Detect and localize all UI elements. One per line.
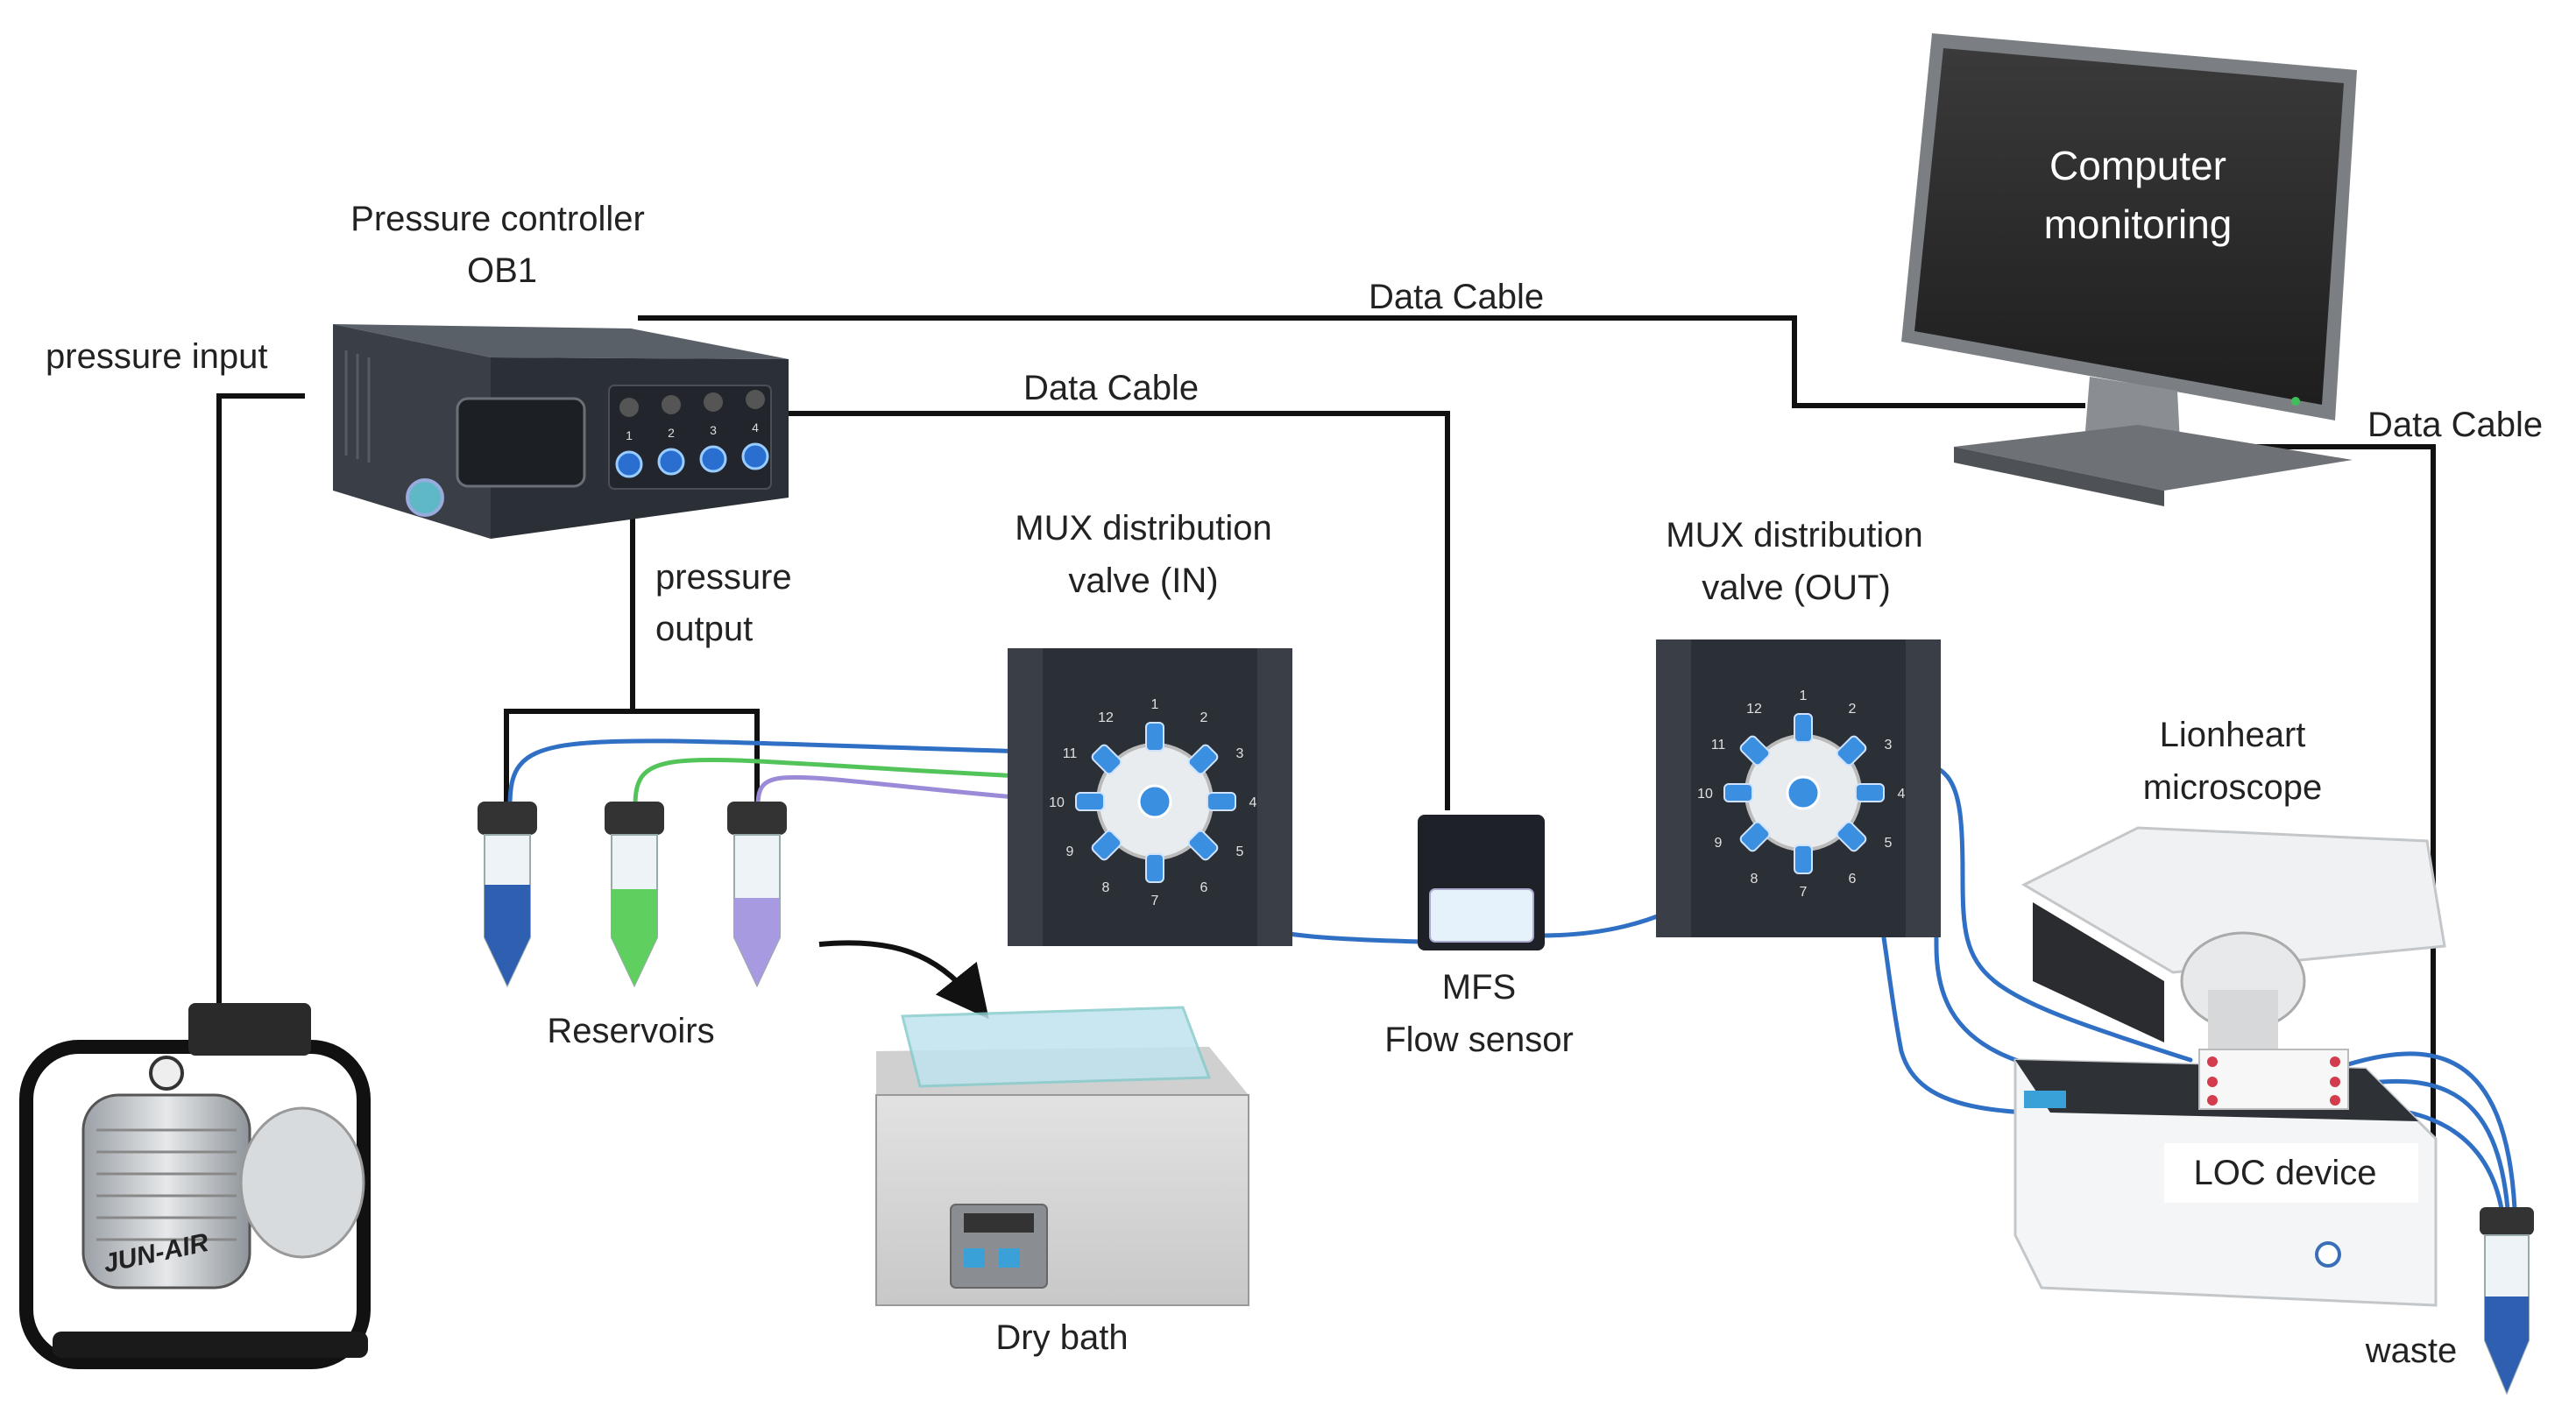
mux-out-valve-number: 3 (1885, 738, 1893, 752)
label-pressure-controller: Pressure controller (350, 200, 645, 238)
pressure-input-line (216, 393, 305, 1007)
mux-in-valve-number: 11 (1063, 746, 1078, 761)
label-mux-in-line1: MUX distribution (1015, 509, 1271, 548)
label-dry-bath: Dry bath (995, 1318, 1128, 1357)
mux-in-valve-number: 3 (1236, 746, 1244, 761)
mux-in-valve-number: 12 (1098, 710, 1114, 725)
label-data-cable-top: Data Cable (1369, 278, 1544, 316)
mux-in-valve-number: 10 (1049, 795, 1065, 810)
controller-screen (456, 397, 586, 488)
mux-out-valve-number: 6 (1849, 872, 1857, 887)
label-data-cable-right: Data Cable (2367, 406, 2543, 444)
air-compressor: JUN-AIR (19, 1003, 371, 1369)
controller-power-button (406, 478, 444, 517)
port-label-2: 2 (668, 426, 675, 440)
mux-in-valve-number: 2 (1200, 710, 1208, 725)
mux-in-valve-number: 6 (1200, 880, 1208, 895)
label-pressure-input: pressure input (46, 337, 267, 376)
tube-blue-reservoir (507, 738, 1098, 809)
mfs-flow-sensor (1418, 815, 1545, 950)
mux-out-valve-number: 9 (1715, 836, 1723, 851)
mux-in-valve-number: 1 (1151, 697, 1159, 712)
port-label-3: 3 (710, 423, 717, 437)
label-pressure-output-line1: pressure (655, 558, 792, 597)
waste-container (2480, 1207, 2534, 1395)
mux-valve-out (1656, 639, 1941, 937)
port-label-1: 1 (626, 428, 633, 442)
port-label-4: 4 (752, 420, 759, 435)
label-flow-sensor: Flow sensor (1384, 1021, 1574, 1059)
label-loc-device: LOC device (2194, 1154, 2377, 1192)
data-cable-computer (638, 315, 2085, 408)
mux-in-valve-number: 4 (1249, 795, 1257, 810)
computer-monitor: Computer monitoring (1901, 33, 2357, 506)
mux-out-valve-number: 2 (1849, 702, 1857, 717)
computer-label-line2: monitoring (2044, 201, 2233, 247)
tube-purple-reservoir (755, 774, 1098, 809)
label-lionheart-line1: Lionheart (2160, 716, 2306, 754)
label-lionheart-line2: microscope (2143, 768, 2323, 807)
controller-ports: 1 2 3 4 (615, 390, 769, 478)
mux-out-valve-number: 8 (1751, 872, 1759, 887)
label-mux-out-line1: MUX distribution (1666, 516, 1922, 555)
lionheart-microscope (2013, 826, 2446, 1307)
mux-in-valve-number: 9 (1066, 844, 1074, 859)
loc-device-chip (2198, 1049, 2349, 1110)
reservoir-purple (727, 802, 787, 988)
mux-out-valve-number: 10 (1697, 787, 1713, 802)
tube-loc-to-waste-2 (2346, 1078, 2510, 1212)
arrow-to-dry-bath (818, 940, 989, 1020)
reservoir-blue (478, 802, 537, 988)
mux-in-ports (1075, 722, 1236, 883)
mux-out-valve-number: 7 (1800, 885, 1808, 900)
data-cable-flow-sensor (627, 411, 1450, 810)
label-waste: waste (2365, 1332, 2458, 1370)
label-mux-in-line2: valve (IN) (1068, 562, 1218, 600)
mux-out-valve-number: 4 (1898, 787, 1906, 802)
mux-out-valve-number: 1 (1800, 689, 1808, 703)
label-reservoirs: Reservoirs (547, 1012, 714, 1050)
reservoir-manifold (504, 709, 760, 802)
label-ob1: OB1 (467, 251, 537, 290)
mux-out-valve-number: 11 (1711, 738, 1726, 752)
label-data-cable-mid: Data Cable (1023, 369, 1199, 407)
mux-out-valve-number: 5 (1885, 836, 1893, 851)
tube-green-reservoir (633, 758, 1100, 809)
computer-label-line1: Computer (2049, 143, 2226, 188)
mux-in-valve-number: 7 (1151, 894, 1159, 908)
label-mux-out-line2: valve (OUT) (1702, 569, 1891, 607)
mux-in-valve-number: 8 (1102, 880, 1110, 895)
mux-out-ports (1723, 713, 1885, 874)
label-pressure-output-line2: output (655, 610, 753, 648)
pressure-controller-ob1: 1 2 3 4 (333, 324, 789, 539)
label-mfs: MFS (1442, 968, 1516, 1007)
reservoir-green (605, 802, 664, 988)
tube-loc-to-waste-1 (2346, 1051, 2517, 1212)
loc-label-background (2164, 1143, 2418, 1203)
dry-bath (875, 1006, 1249, 1306)
mux-out-valve-number: 12 (1746, 702, 1762, 717)
mux-in-valve-number: 5 (1236, 844, 1244, 859)
mux-valve-in (1008, 648, 1292, 946)
